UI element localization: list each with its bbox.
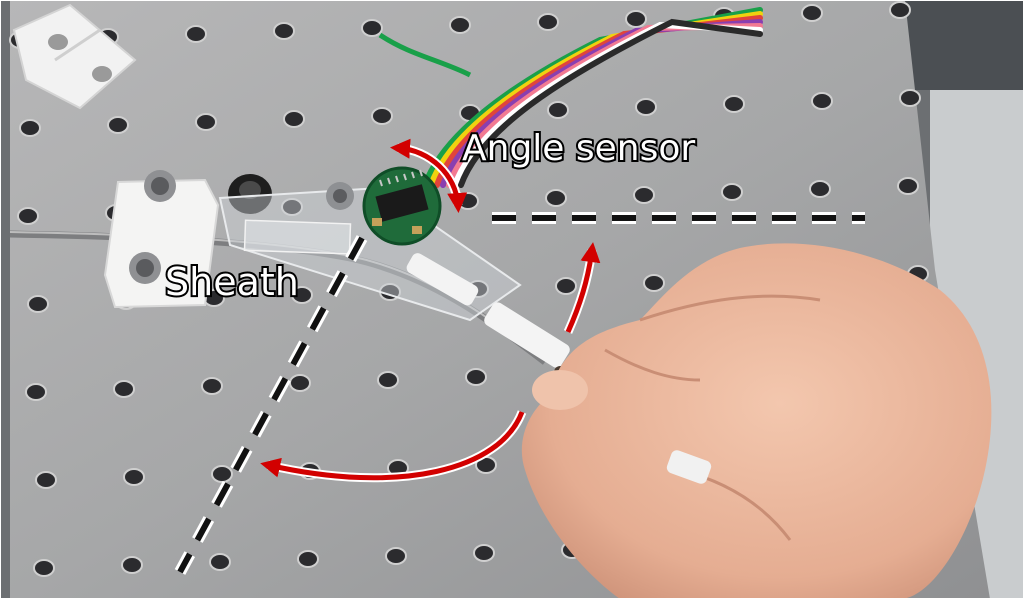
- plate-hole: [371, 107, 393, 125]
- arrow-up-right-core: [565, 242, 601, 334]
- dashed-line-diagonal-core: [177, 236, 365, 574]
- wire: [458, 18, 763, 188]
- plate-hole: [809, 180, 831, 198]
- plate-hole: [811, 92, 833, 110]
- thumb-tip: [532, 370, 588, 410]
- plate-hole: [35, 471, 57, 489]
- plate-hole: [377, 371, 399, 389]
- plate-hole: [555, 277, 577, 295]
- plate-hole: [195, 113, 217, 131]
- plate-hole: [899, 89, 921, 107]
- cable-tube-end: [666, 450, 712, 484]
- plate-hole: [449, 16, 471, 34]
- plate-hole: [185, 25, 207, 43]
- plate-hole: [33, 559, 55, 577]
- angle-sensor-pcb: [362, 166, 442, 246]
- arrow-sweep-left-core: [260, 411, 525, 481]
- plate-hole: [113, 380, 135, 398]
- plate-hole: [473, 544, 495, 562]
- plate-hole: [635, 98, 657, 116]
- plate-hole: [297, 550, 319, 568]
- white-bracket-top-left: [12, 3, 137, 110]
- plate-hole: [201, 377, 223, 395]
- plate-hole: [25, 383, 47, 401]
- plate-hole: [273, 22, 295, 40]
- plate-hole: [465, 368, 487, 386]
- plate-hole: [289, 374, 311, 392]
- label-sheath: Sheath: [165, 260, 299, 304]
- plate-hole: [385, 547, 407, 565]
- acrylic-channel: [243, 219, 352, 255]
- wire-green-loose: [378, 32, 472, 78]
- background-top-strip: [900, 0, 1024, 90]
- sheath-mount: [103, 170, 220, 309]
- plate-hole: [361, 19, 383, 37]
- plate-hole: [209, 553, 231, 571]
- plate-hole: [633, 186, 655, 204]
- plate-hole: [107, 116, 129, 134]
- arrow-sensor-rotation-core: [390, 138, 468, 213]
- plate-hole: [547, 101, 569, 119]
- plate-hole: [291, 286, 313, 304]
- plate-hole: [625, 10, 647, 28]
- plate-hole: [889, 1, 911, 19]
- plate-hole: [723, 95, 745, 113]
- plate-hole: [27, 295, 49, 313]
- plate-hole: [283, 110, 305, 128]
- label-angle-sensor: Angle sensor: [462, 128, 695, 169]
- black-bolt: [228, 174, 272, 214]
- acrylic-screw-center: [333, 189, 347, 203]
- cable-tube-upper: [406, 253, 479, 306]
- plate-hole: [123, 468, 145, 486]
- cable-tube-lower: [484, 302, 570, 368]
- plate-hole: [897, 177, 919, 195]
- hand: [521, 243, 992, 599]
- plate-hole: [17, 207, 39, 225]
- plate-hole: [643, 274, 665, 292]
- plate-hole: [801, 4, 823, 22]
- plate-hole: [121, 556, 143, 574]
- plate-hole: [19, 119, 41, 137]
- plate-hole: [721, 183, 743, 201]
- plate-hole: [211, 465, 233, 483]
- plate-hole: [537, 13, 559, 31]
- plate-hole: [281, 198, 303, 216]
- plate-hole: [545, 189, 567, 207]
